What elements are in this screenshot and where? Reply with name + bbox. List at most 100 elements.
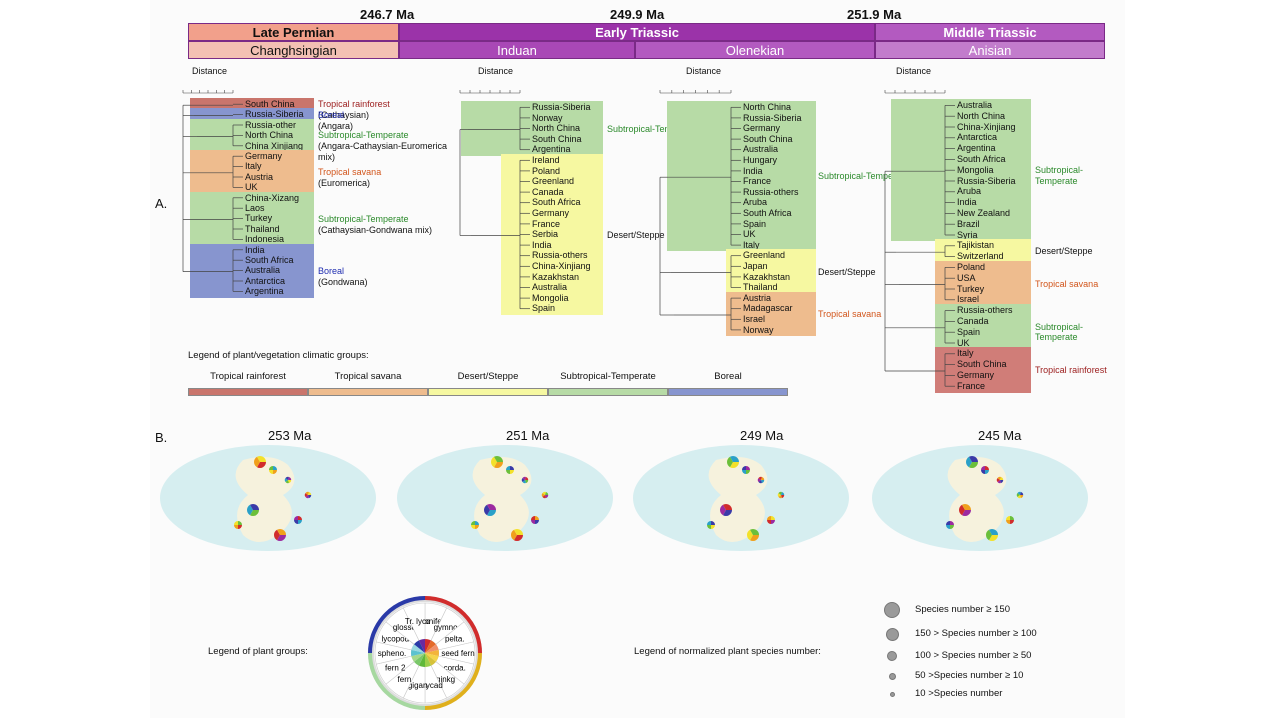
taxon-label: USA xyxy=(957,272,976,283)
taxon-label: Russia-Siberia xyxy=(743,112,802,123)
plant-legend-title: Legend of plant groups: xyxy=(208,646,308,657)
legend-swatch xyxy=(188,388,308,396)
taxon-label: Israel xyxy=(743,314,766,324)
locality-pie xyxy=(707,521,715,529)
plant-group-label: conifer xyxy=(420,617,444,626)
stage-anisian: Anisian xyxy=(875,41,1105,59)
zone-label: Subtropical-Temperate xyxy=(318,130,409,141)
paleomap xyxy=(397,445,613,551)
zone-sublabel: (Cathaysian) xyxy=(318,110,370,121)
taxon-label: Tajikistan xyxy=(957,240,995,251)
plant-group-label: Tr. lyco xyxy=(405,617,431,626)
taxon-label: Antarctica xyxy=(245,275,286,286)
distance-label-3: Distance xyxy=(686,66,722,76)
section-label-a: A. xyxy=(155,196,168,211)
plant-group-color xyxy=(425,653,436,666)
plant-group-color xyxy=(425,644,439,653)
zone-label: Boreal xyxy=(318,109,345,120)
size-legend-circle xyxy=(885,627,899,641)
taxon-label: Russia-Siberia xyxy=(532,102,591,112)
locality-pie xyxy=(247,504,259,516)
locality-pie xyxy=(269,466,277,474)
taxon-label: Thailand xyxy=(743,282,778,293)
cluster-box xyxy=(190,243,314,298)
locality-pie xyxy=(234,521,242,529)
size-legend-label: 10 >Species number xyxy=(915,688,1003,699)
plant-group-label: glosso xyxy=(393,623,417,632)
locality-pie xyxy=(284,476,292,484)
taxon-label: Japan xyxy=(743,261,768,271)
zone-label: Subtropical-Temperate xyxy=(607,123,698,134)
locality-pie xyxy=(986,529,998,541)
taxon-label: Australia xyxy=(532,282,568,293)
taxon-label: India xyxy=(957,197,977,208)
taxon-label: Germany xyxy=(532,208,570,218)
cluster-box xyxy=(935,304,1031,350)
zone-label: Subtropical-Temperate xyxy=(1035,321,1084,343)
taxon-label: Poland xyxy=(532,165,561,176)
cluster-box xyxy=(190,108,314,121)
cluster-box xyxy=(935,347,1031,393)
plant-group-color xyxy=(425,640,436,653)
paleomap xyxy=(633,445,849,551)
taxon-label: Thailand xyxy=(245,223,280,234)
cluster-box xyxy=(726,291,816,337)
zone-label: Subtropical-Temperate xyxy=(818,171,909,182)
cluster-box xyxy=(667,101,816,252)
locality-pie xyxy=(531,516,539,524)
locality-pie xyxy=(541,491,549,499)
taxon-label: Australia xyxy=(743,144,779,155)
taxon-label: Syria xyxy=(957,229,978,240)
zone-label: Subtropical-Temperate xyxy=(1035,165,1084,186)
taxon-label: Israel xyxy=(957,294,980,305)
distance-label-1: Distance xyxy=(192,66,228,76)
plant-group-label: corda. xyxy=(444,663,466,672)
paleomap xyxy=(160,445,376,551)
locality-pie xyxy=(491,456,503,468)
zone-label: Boreal xyxy=(318,265,345,276)
taxon-label: Indonesia xyxy=(245,234,285,245)
taxon-label: South Africa xyxy=(743,208,792,218)
paleomaps xyxy=(160,445,1088,551)
taxon-label: South Africa xyxy=(532,197,581,208)
zone-label: Tropical rainforest xyxy=(318,99,390,110)
taxon-label: North China xyxy=(957,110,1006,121)
zone-label: Desert/Steppe xyxy=(607,229,665,240)
taxon-label: Austria xyxy=(245,171,274,182)
size-legend-title: Legend of normalized plant species numbe… xyxy=(634,646,821,657)
zone-label: Subtropical-Temperate xyxy=(318,213,409,224)
zone-sublabel: (Angara-Cathaysian-Euromerica mix) xyxy=(318,141,448,162)
taxon-label: Germany xyxy=(245,151,283,161)
cluster-box xyxy=(891,99,1031,242)
locality-pie xyxy=(946,521,954,529)
taxon-label: Germany xyxy=(743,123,781,134)
taxon-label: Serbia xyxy=(532,229,559,240)
zone-sublabel: (Gondwana) xyxy=(318,276,368,287)
plant-group-label: gymno xyxy=(434,623,459,632)
taxon-label: Poland xyxy=(957,262,986,272)
locality-pie xyxy=(484,504,496,516)
stage-changhsingian: Changhsingian xyxy=(188,41,399,59)
locality-pie xyxy=(471,521,479,529)
boundary-label-1: 246.7 Ma xyxy=(360,7,415,22)
taxon-label: UK xyxy=(743,229,756,240)
taxon-label: Russia-other xyxy=(245,119,297,130)
taxon-label: Italy xyxy=(245,161,262,172)
taxon-label: North China xyxy=(532,123,581,134)
locality-pie xyxy=(757,476,765,484)
plant-group-sector xyxy=(402,602,426,641)
taxon-label: Antarctica xyxy=(957,132,998,143)
cluster-box xyxy=(935,261,1031,307)
taxon-label: Brazil xyxy=(957,218,980,229)
taxon-label: North China xyxy=(743,102,792,112)
taxon-label: Australia xyxy=(245,265,281,276)
period-late-permian: Late Permian xyxy=(188,23,399,41)
zone-label: Tropical rainforest xyxy=(1035,365,1107,375)
taxon-label: New Zealand xyxy=(957,208,1011,218)
locality-pie xyxy=(1016,491,1024,499)
taxon-label: Switzerland xyxy=(957,251,1004,262)
zone-sublabel: (Angara) xyxy=(318,120,354,131)
figure-canvas: 246.7 Ma 249.9 Ma 251.9 Ma Late Permian … xyxy=(150,0,1125,718)
locality-pie xyxy=(966,456,978,468)
